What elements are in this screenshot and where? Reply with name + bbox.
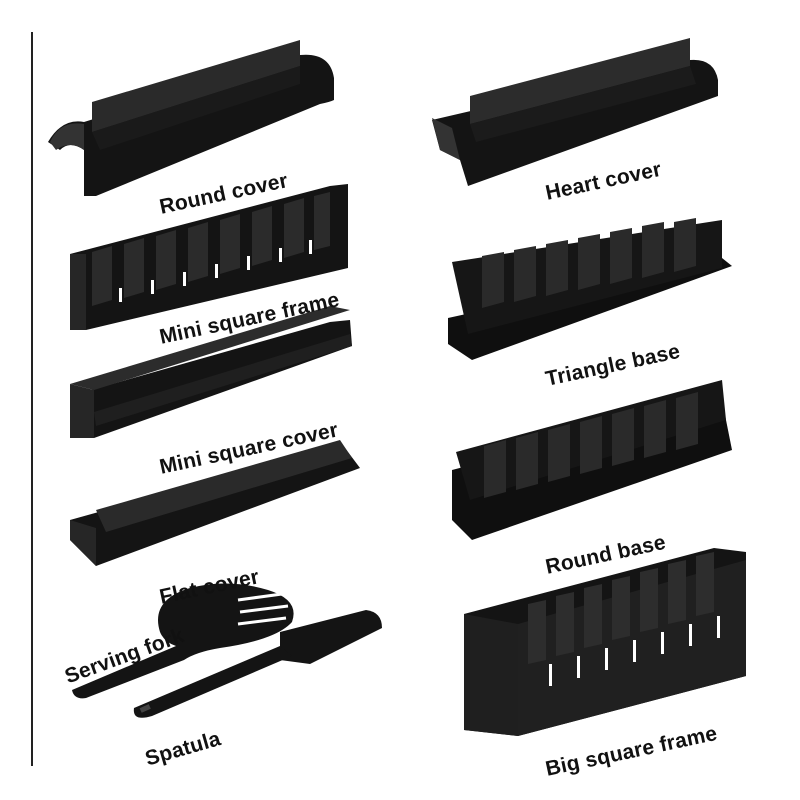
- round-base-mold-icon: [452, 380, 732, 540]
- mini-square-frame-mold-icon: [70, 184, 348, 330]
- big-square-frame-mold-icon: [464, 548, 746, 736]
- heart-cover-mold-icon: [432, 38, 718, 187]
- spatula-icon: [133, 610, 382, 718]
- mini-square-cover-mold-icon: [70, 306, 352, 438]
- round-cover-mold-icon: [48, 40, 334, 197]
- left-border-line: [31, 32, 33, 766]
- serving-fork-icon: [72, 583, 294, 699]
- triangle-base-mold-icon: [448, 218, 732, 360]
- flat-cover-mold-icon: [70, 440, 360, 566]
